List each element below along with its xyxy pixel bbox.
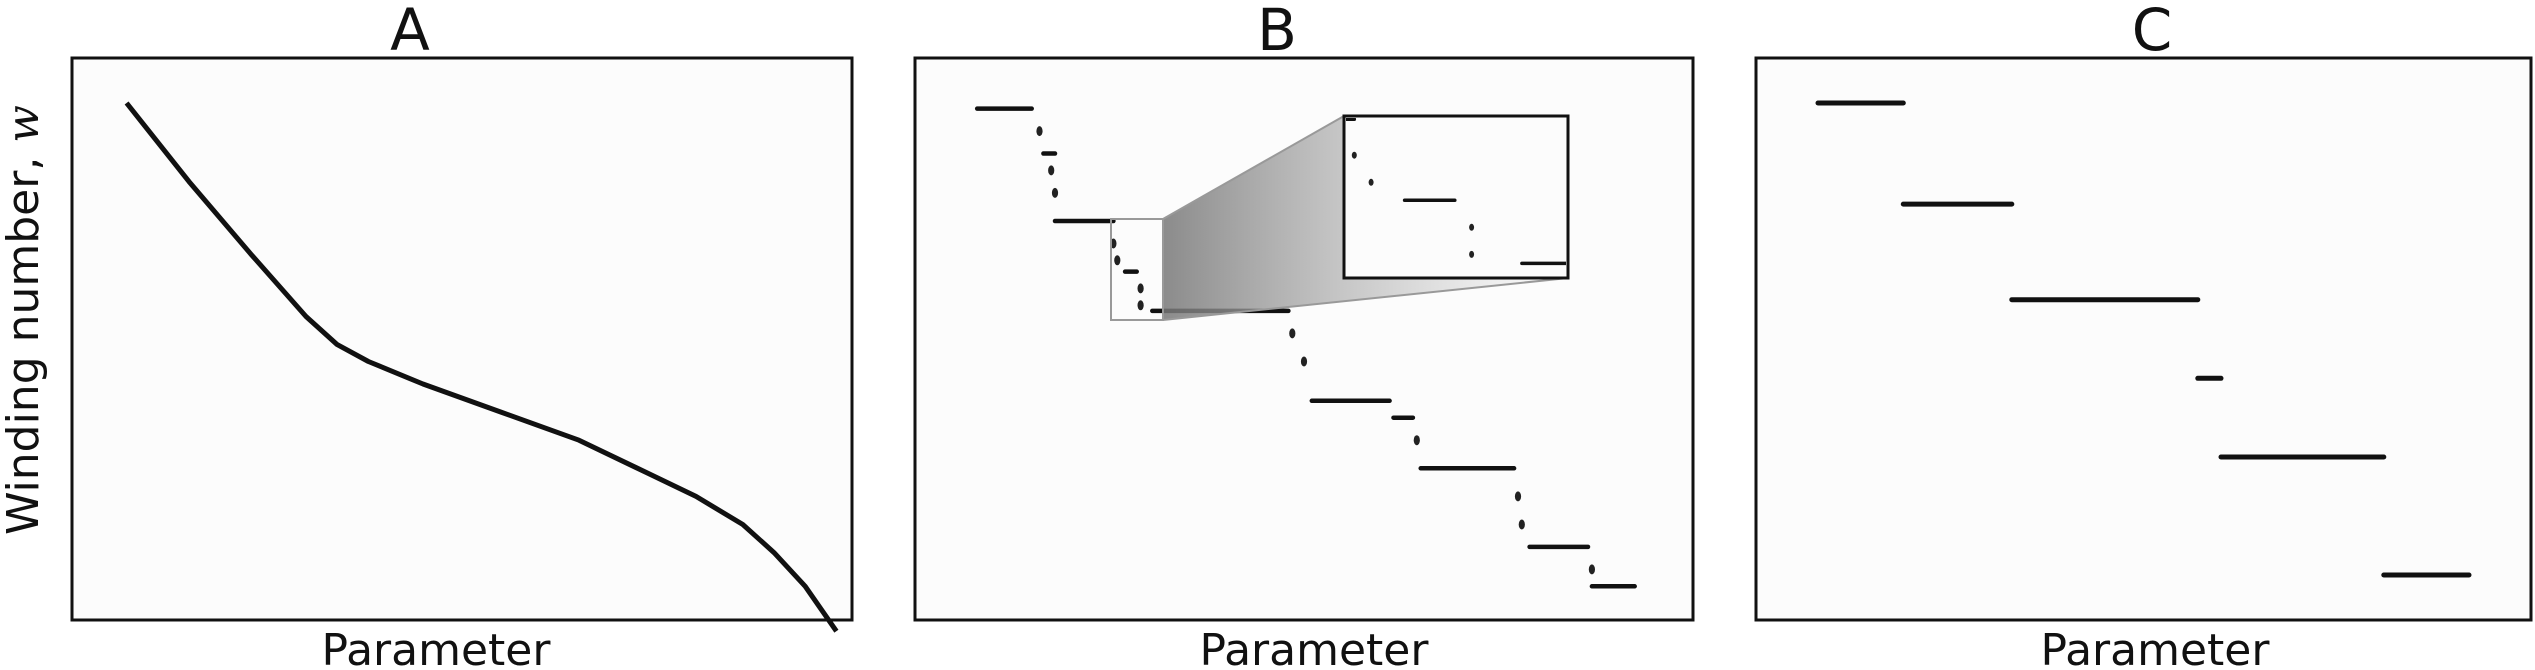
transition-point	[1300, 356, 1308, 367]
panel-c: C Parameter	[1754, 0, 2533, 670]
transition-point	[1048, 165, 1055, 176]
panel-c-frame	[1754, 56, 2533, 622]
panel-a-x-axis-label: Parameter	[322, 625, 552, 670]
zoom-source-box	[1110, 218, 1164, 321]
panel-a-title: A	[390, 0, 430, 64]
panel-b: B Parameter	[913, 0, 1695, 670]
zoom-connector-edge-bottom	[1162, 277, 1569, 321]
transition-point	[1051, 187, 1059, 198]
transition-point	[1137, 300, 1144, 311]
series-line	[124, 101, 839, 633]
panel-a-frame	[70, 56, 854, 622]
zoom-connector-edge-top	[1162, 115, 1345, 220]
panel-a-marks	[124, 101, 839, 633]
transition-point	[1289, 328, 1296, 339]
panel-b-x-axis-label: Parameter	[1200, 625, 1430, 670]
transition-point	[1036, 126, 1043, 137]
transition-point	[1413, 435, 1420, 446]
inset-transition-point	[1469, 250, 1475, 258]
transition-point	[1514, 491, 1522, 502]
panel-a: A Parameter	[70, 0, 854, 670]
transition-point	[1137, 283, 1144, 294]
transition-point	[1518, 519, 1525, 530]
panel-c-marks	[1815, 100, 2472, 578]
zoom-inset-marks	[1346, 118, 1566, 266]
transition-point	[1588, 564, 1595, 575]
zoom-inset-frame	[1342, 114, 1570, 280]
panel-c-title: C	[2132, 0, 2173, 64]
panel-b-title: B	[1257, 0, 1297, 64]
transition-point	[1114, 255, 1121, 266]
panel-c-x-axis-label: Parameter	[2041, 625, 2271, 670]
inset-transition-point	[1351, 151, 1357, 159]
inset-transition-point	[1368, 178, 1374, 186]
y-axis-label: Winding number, w	[0, 105, 49, 535]
inset-transition-point	[1469, 223, 1475, 231]
